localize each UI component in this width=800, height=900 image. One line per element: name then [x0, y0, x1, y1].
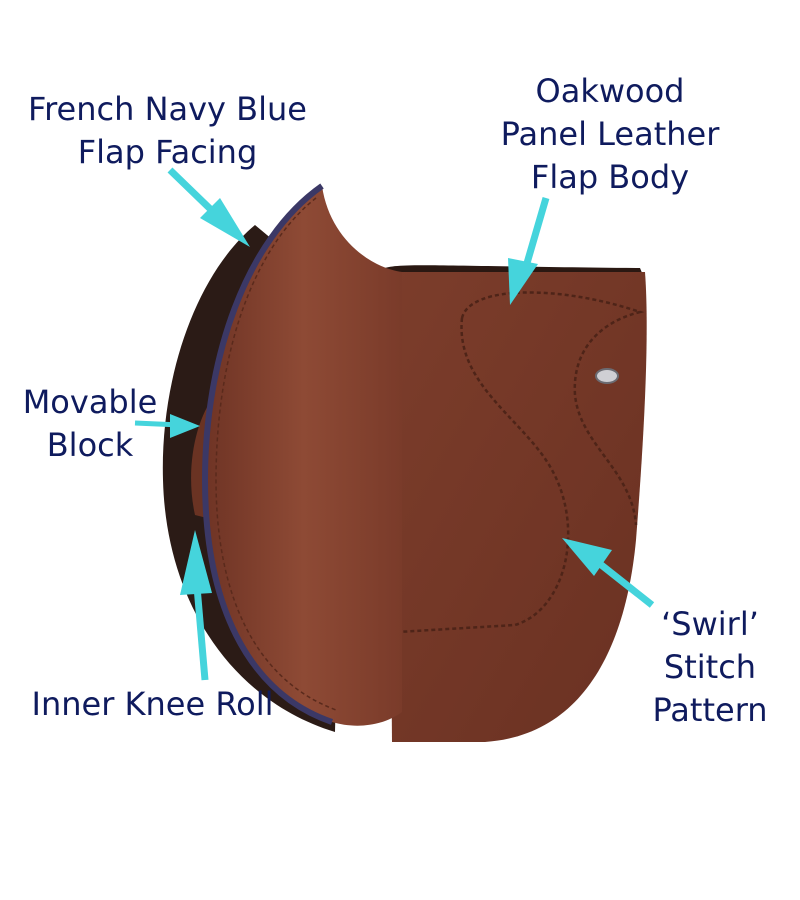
- panel: [388, 272, 647, 742]
- swirl-stitch: [460, 291, 645, 526]
- flap-stitch: [215, 197, 337, 711]
- label-line: Movable: [22, 383, 158, 421]
- arrow-head-flap-body: [508, 258, 538, 305]
- label-line: Block: [46, 426, 134, 464]
- arrow-head-knee-roll: [180, 530, 212, 595]
- label-line: ‘Swirl’: [661, 605, 759, 643]
- label-line: Pattern: [652, 691, 768, 729]
- label-flap-body: Oakwood Panel Leather Flap Body: [480, 70, 740, 199]
- swirl-stitch-lower: [397, 317, 570, 634]
- label-movable-block: Movable Block: [10, 381, 170, 467]
- label-line: Stitch: [663, 648, 757, 686]
- label-line: Flap Facing: [77, 133, 258, 171]
- label-line: Oakwood: [535, 72, 685, 110]
- arrow-flap-body: [521, 197, 550, 271]
- arrow-head-movable-block: [170, 414, 200, 438]
- label-flap-facing: French Navy Blue Flap Facing: [5, 88, 330, 174]
- concho: [595, 368, 619, 384]
- label-swirl: ‘Swirl’ Stitch Pattern: [640, 603, 780, 732]
- flap: [205, 186, 402, 726]
- label-line: Panel Leather: [500, 115, 720, 153]
- flap-facing: [201, 183, 333, 725]
- arrow-swirl: [592, 557, 655, 608]
- label-line: Flap Body: [530, 158, 690, 196]
- arrow-head-flap-facing: [200, 198, 250, 247]
- arrow-head-swirl: [562, 538, 612, 576]
- label-line: Inner Knee Roll: [31, 685, 274, 723]
- label-line: French Navy Blue: [28, 90, 307, 128]
- label-knee-roll: Inner Knee Roll: [5, 683, 300, 726]
